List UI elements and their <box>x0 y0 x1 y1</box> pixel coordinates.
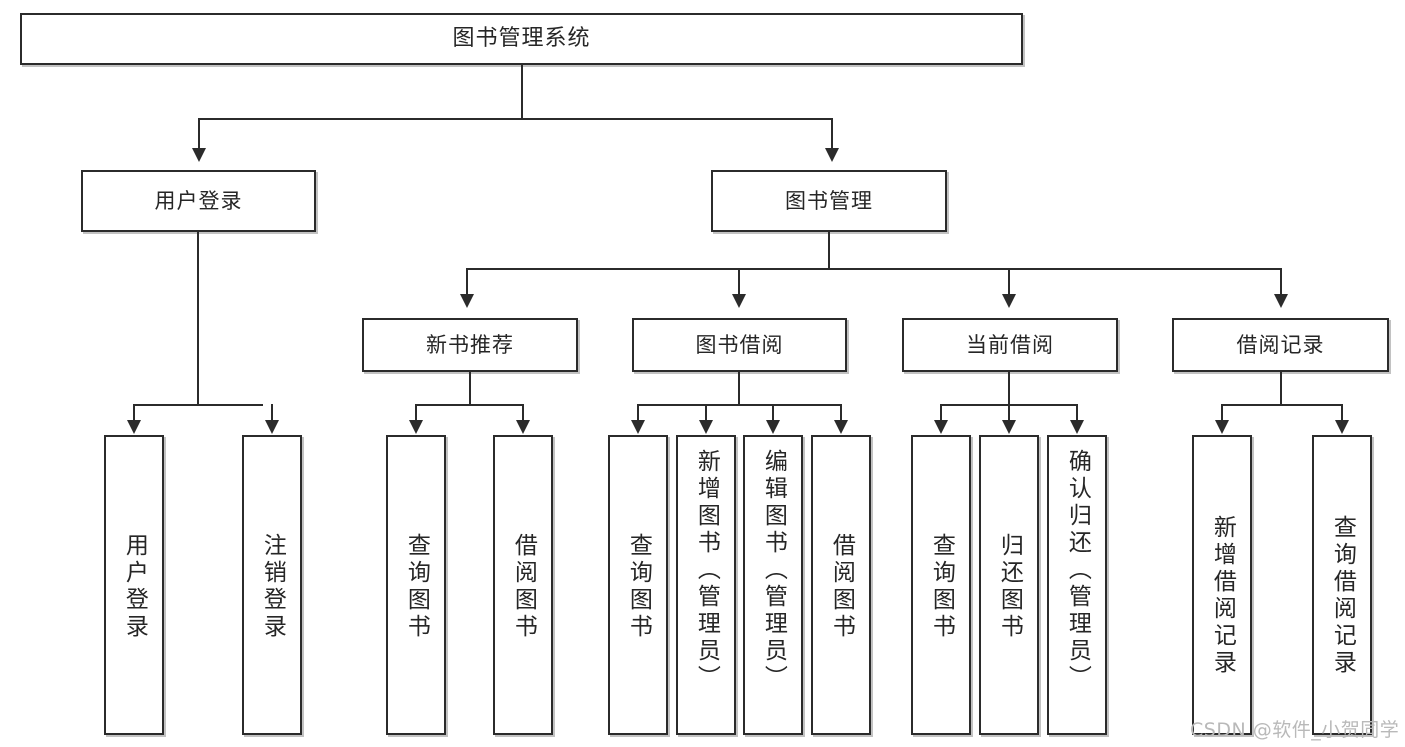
leaf-borrow-record-add[interactable]: 新增借阅记录 <box>1192 435 1252 735</box>
leaf-book-borrow-add[interactable]: 新增图书（管理员） <box>676 435 736 735</box>
arrow-user-login-to-leaf-1 <box>127 420 141 434</box>
arrow-new-book-to-leaf-1 <box>409 420 423 434</box>
connector-book-borrow-to-leaf-4 <box>840 404 842 422</box>
arrow-book-mgmt-to-borrow <box>732 294 746 308</box>
connector-borrow-record-stem <box>1280 372 1282 405</box>
leaf-new-book-query[interactable]: 查询图书 <box>386 435 446 735</box>
leaf-current-borrow-return[interactable]: 归还图书 <box>979 435 1039 735</box>
leaf-label: 编辑图书（管理员） <box>760 449 787 692</box>
connector-current-borrow-to-leaf-2 <box>1008 404 1010 422</box>
leaf-label: 确认归还（管理员） <box>1064 449 1091 692</box>
connector-borrow-record-bus <box>1221 404 1341 406</box>
node-borrow-record[interactable]: 借阅记录 <box>1172 318 1389 372</box>
connector-user-login-to-leaf-1 <box>133 404 135 422</box>
node-current-borrow[interactable]: 当前借阅 <box>902 318 1118 372</box>
arrow-borrow-record-to-leaf-2 <box>1335 420 1349 434</box>
connector-root-to-user-login <box>198 118 200 150</box>
node-new-book-recommend[interactable]: 新书推荐 <box>362 318 578 372</box>
leaf-label: 查询借阅记录 <box>1329 515 1356 677</box>
connector-book-mgmt-to-new-book <box>466 268 468 296</box>
connector-book-mgmt-to-current <box>1008 268 1010 296</box>
leaf-label: 查询图书 <box>403 533 430 641</box>
node-user-login[interactable]: 用户登录 <box>81 170 316 232</box>
leaf-current-borrow-query[interactable]: 查询图书 <box>911 435 971 735</box>
arrow-current-borrow-to-leaf-3 <box>1070 420 1084 434</box>
leaf-label: 注销登录 <box>259 533 286 641</box>
node-root-system[interactable]: 图书管理系统 <box>20 13 1023 65</box>
arrow-borrow-record-to-leaf-1 <box>1215 420 1229 434</box>
connector-book-mgmt-bus <box>466 268 1282 270</box>
connector-root-to-book-mgmt <box>831 118 833 150</box>
watermark-text: CSDN @软件_小贺同学 <box>1190 719 1400 741</box>
node-label: 当前借阅 <box>966 332 1054 357</box>
arrow-book-mgmt-to-new-book <box>460 294 474 308</box>
arrow-book-borrow-to-leaf-1 <box>631 420 645 434</box>
leaf-label: 用户登录 <box>121 533 148 641</box>
connector-new-book-to-leaf-1 <box>415 404 417 422</box>
node-label: 借阅记录 <box>1236 332 1325 357</box>
arrow-user-login-to-leaf-2 <box>265 420 279 434</box>
connector-book-borrow-to-leaf-2 <box>705 404 707 422</box>
arrow-book-mgmt-to-record <box>1274 294 1288 308</box>
connector-book-borrow-stem <box>738 372 740 405</box>
connector-book-borrow-to-leaf-3 <box>772 404 774 422</box>
connector-user-login-to-leaf-2 <box>271 404 273 422</box>
leaf-label: 借阅图书 <box>828 533 855 641</box>
connector-book-mgmt-stem <box>828 232 830 269</box>
connector-book-mgmt-to-record <box>1280 268 1282 296</box>
connector-current-borrow-to-leaf-3 <box>1076 404 1078 422</box>
arrow-root-to-user-login <box>192 148 206 162</box>
arrow-book-mgmt-to-current <box>1002 294 1016 308</box>
connector-current-borrow-to-leaf-1 <box>940 404 942 422</box>
node-label: 用户登录 <box>154 188 243 213</box>
connector-user-login-bus <box>133 404 263 406</box>
connector-current-borrow-stem <box>1008 372 1010 405</box>
arrow-book-borrow-to-leaf-3 <box>766 420 780 434</box>
leaf-current-borrow-confirm[interactable]: 确认归还（管理员） <box>1047 435 1107 735</box>
connector-borrow-record-to-leaf-1 <box>1221 404 1223 422</box>
connector-new-book-to-leaf-2 <box>522 404 524 422</box>
arrow-current-borrow-to-leaf-2 <box>1002 420 1016 434</box>
leaf-label: 新增图书（管理员） <box>693 449 720 692</box>
connector-book-borrow-bus <box>637 404 840 406</box>
arrow-book-borrow-to-leaf-4 <box>834 420 848 434</box>
node-label: 图书借阅 <box>695 332 784 357</box>
arrow-current-borrow-to-leaf-1 <box>934 420 948 434</box>
node-label: 图书管理系统 <box>452 26 591 52</box>
arrow-book-borrow-to-leaf-2 <box>699 420 713 434</box>
node-book-borrow[interactable]: 图书借阅 <box>632 318 847 372</box>
connector-new-book-stem <box>469 372 471 405</box>
leaf-user-login-logout[interactable]: 注销登录 <box>242 435 302 735</box>
connector-root-bus <box>198 118 833 120</box>
leaf-book-borrow-edit[interactable]: 编辑图书（管理员） <box>743 435 803 735</box>
leaf-book-borrow-query[interactable]: 查询图书 <box>608 435 668 735</box>
arrow-root-to-book-mgmt <box>825 148 839 162</box>
leaf-user-login-login[interactable]: 用户登录 <box>104 435 164 735</box>
leaf-label: 新增借阅记录 <box>1209 515 1236 677</box>
leaf-label: 查询图书 <box>625 533 652 641</box>
leaf-label: 归还图书 <box>996 533 1023 641</box>
node-label: 图书管理 <box>785 188 873 213</box>
connector-root-stem <box>521 65 523 118</box>
node-label: 新书推荐 <box>426 332 514 357</box>
node-book-management[interactable]: 图书管理 <box>711 170 947 232</box>
leaf-book-borrow-borrow[interactable]: 借阅图书 <box>811 435 871 735</box>
connector-borrow-record-to-leaf-2 <box>1341 404 1343 422</box>
leaf-borrow-record-query[interactable]: 查询借阅记录 <box>1312 435 1372 735</box>
connector-book-mgmt-to-borrow <box>738 268 740 296</box>
leaf-new-book-borrow[interactable]: 借阅图书 <box>493 435 553 735</box>
leaf-label: 借阅图书 <box>510 533 537 641</box>
connector-book-borrow-to-leaf-1 <box>637 404 639 422</box>
connector-new-book-bus <box>415 404 524 406</box>
leaf-label: 查询图书 <box>928 533 955 641</box>
arrow-new-book-to-leaf-2 <box>516 420 530 434</box>
connector-user-login-stem <box>197 232 199 406</box>
